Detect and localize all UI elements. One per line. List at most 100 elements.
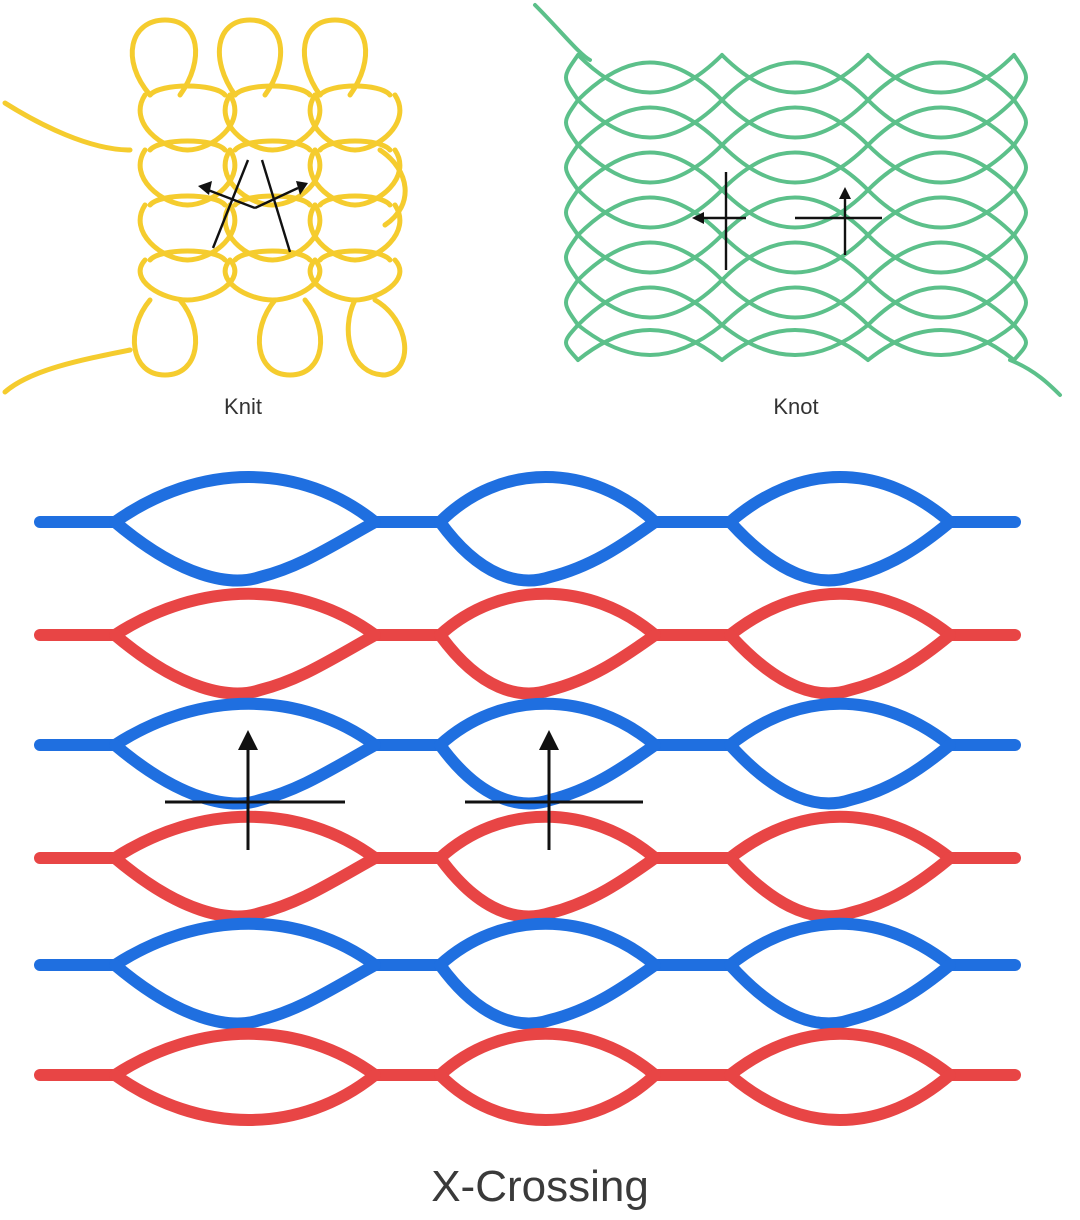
blue-strand [434, 697, 661, 751]
knit-wale-line [260, 159, 292, 253]
knot-panel [530, 0, 1080, 400]
x-crossing-mesh [34, 471, 1021, 1126]
x-arrowhead-up [238, 730, 258, 750]
knot-loop [866, 150, 1016, 192]
knot-loop [576, 278, 724, 320]
knit-loop [137, 202, 190, 263]
knit-loop [317, 193, 393, 208]
knot-loop [866, 53, 1016, 95]
knot-arrows [692, 172, 882, 270]
knit-loop [147, 138, 228, 153]
knit-loop [257, 297, 323, 378]
knit-loop [217, 17, 283, 98]
knit-loop-side [377, 147, 408, 228]
red-strand [434, 1027, 661, 1081]
knot-loop [866, 143, 1016, 185]
knit-loop [270, 202, 323, 263]
blue-strand [434, 471, 661, 528]
blue-strand [724, 697, 956, 751]
knit-loop [352, 257, 403, 303]
red-strand [109, 852, 381, 923]
blue-strand [109, 959, 381, 1030]
knot-loop [576, 105, 724, 147]
knot-loop [720, 53, 870, 95]
knit-loop [232, 138, 313, 153]
knot-loop [720, 195, 870, 237]
knot-loop-edge [564, 323, 580, 362]
blue-strand [434, 516, 661, 587]
knot-loop [720, 278, 870, 320]
knit-loop [345, 297, 408, 378]
knit-loop [137, 257, 190, 303]
knit-loop [129, 17, 198, 98]
knot-loop [866, 285, 1016, 327]
knot-loop [720, 328, 870, 362]
knot-loop [720, 323, 870, 357]
knot-loop [576, 240, 724, 282]
knit-loop [185, 257, 238, 303]
knot-loop [720, 98, 870, 140]
knit-loop [307, 202, 358, 263]
knot-loop [866, 233, 1016, 275]
knit-arrow-right [254, 186, 299, 210]
knot-caption: Knot [773, 394, 819, 419]
knot-loop-edge [564, 53, 580, 102]
knot-loop-edge [564, 98, 580, 147]
knot-loop [576, 98, 724, 140]
knot-mesh [564, 53, 1028, 362]
knit-loop [137, 147, 190, 208]
knit-loop [132, 297, 198, 378]
red-strand [109, 1027, 381, 1081]
blue-strand [724, 917, 956, 971]
knot-loop-edge [1012, 233, 1028, 282]
knot-loop-edge [564, 143, 580, 192]
red-strand [434, 629, 661, 700]
knot-yarn [533, 3, 1062, 397]
knot-loop [720, 240, 870, 282]
knit-loop [317, 138, 393, 153]
knot-loop-edge [1012, 188, 1028, 237]
knot-loop [866, 195, 1016, 237]
knit-yarn [2, 17, 408, 395]
knit-loop [317, 248, 393, 263]
red-strand [724, 852, 956, 923]
knot-yarn-tail-bottom [1008, 358, 1062, 397]
knit-loop [307, 147, 358, 208]
knit-loop [307, 257, 358, 303]
blue-strand [724, 739, 956, 810]
knit-loop [302, 17, 368, 98]
knit-loop [352, 147, 403, 208]
blue-strand [109, 739, 381, 810]
red-strand [434, 1069, 661, 1126]
knit-loop [270, 147, 323, 208]
knot-arrowhead-up [839, 187, 851, 199]
knot-loop [866, 240, 1016, 282]
knit-yarn-tail-bottom [2, 347, 133, 395]
blue-strand [109, 917, 381, 971]
blue-strand [724, 471, 956, 528]
knot-loop [720, 188, 870, 230]
knot-loop-edge [1012, 323, 1028, 362]
x-crossing-arrows [165, 730, 643, 850]
knot-loop [866, 105, 1016, 147]
knot-loop [576, 143, 724, 185]
blue-strand [724, 516, 956, 587]
knit-loop [232, 83, 313, 98]
knit-loop [222, 257, 275, 303]
knot-loop [866, 60, 1016, 102]
knot-loop-edge [1012, 98, 1028, 147]
knot-loop [866, 328, 1016, 362]
knit-loop [352, 202, 403, 263]
x-crossing-caption: X-Crossing [431, 1162, 649, 1211]
knot-loop [576, 188, 724, 230]
knit-loop [185, 147, 238, 208]
red-strand [434, 587, 661, 641]
blue-strand [109, 697, 381, 751]
knit-loop [222, 92, 275, 153]
blue-strand [724, 959, 956, 1030]
red-strand [109, 1069, 381, 1126]
blue-strand [109, 471, 381, 528]
knot-loop-edge [1012, 53, 1028, 102]
knot-loop [576, 285, 724, 327]
knit-panel [0, 0, 420, 400]
